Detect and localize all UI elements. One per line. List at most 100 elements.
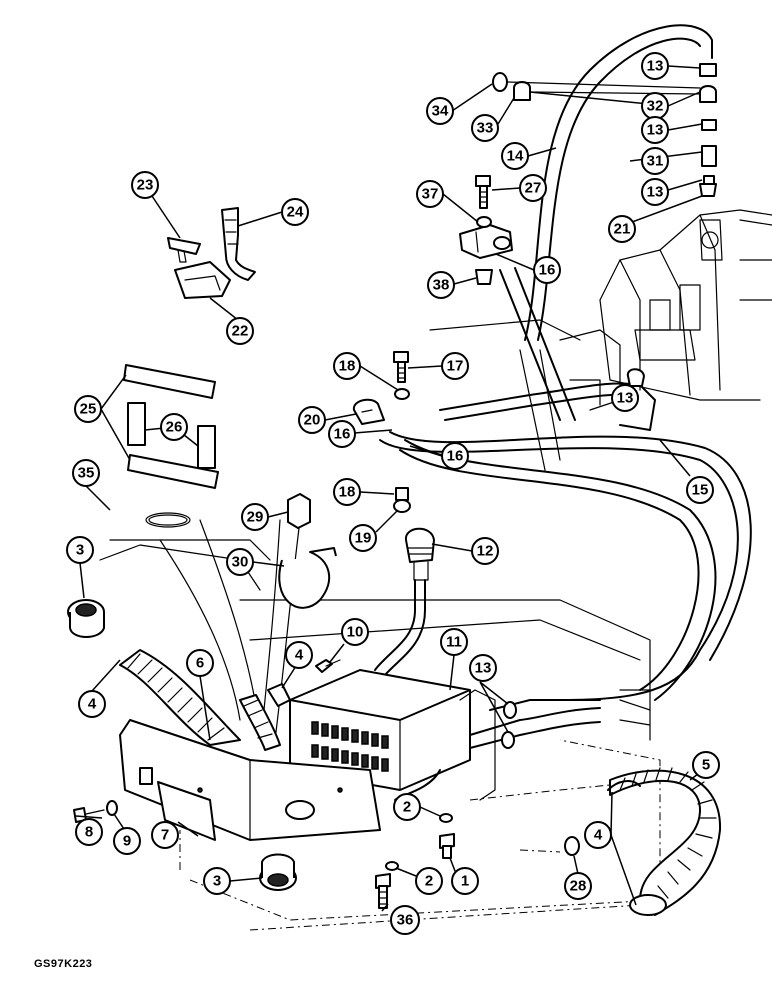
callout-label: 26	[166, 419, 183, 436]
callout-label: 1	[461, 873, 469, 890]
washer-2-upper	[439, 813, 453, 823]
callout-2: 2	[393, 793, 421, 821]
callout-3: 3	[66, 536, 94, 564]
clip-23	[167, 237, 201, 263]
callout-label: 16	[539, 262, 556, 279]
gasket-strips	[123, 364, 219, 489]
callout-37: 37	[416, 180, 444, 208]
callout-5: 5	[692, 751, 720, 779]
callout-1: 1	[451, 867, 479, 895]
callout-label: 2	[403, 799, 411, 816]
callout-13: 13	[469, 654, 497, 682]
callout-32: 32	[641, 92, 669, 120]
callout-label: 30	[232, 554, 249, 571]
callout-4: 4	[285, 641, 313, 669]
callout-label: 19	[355, 530, 372, 547]
callout-33: 33	[471, 114, 499, 142]
callout-label: 18	[339, 484, 356, 501]
callout-13: 13	[611, 384, 639, 412]
valve-knob-12	[405, 527, 435, 581]
callout-2: 2	[415, 867, 443, 895]
callout-label: 4	[295, 647, 304, 664]
clip-29	[287, 493, 311, 529]
callout-label: 4	[594, 827, 603, 844]
callout-15: 15	[686, 476, 714, 504]
callout-label: 13	[475, 660, 492, 677]
callout-12: 12	[471, 537, 499, 565]
callout-label: 25	[80, 401, 97, 418]
callout-label: 13	[617, 390, 634, 407]
strap-24	[221, 207, 256, 281]
callout-label: 8	[85, 824, 93, 841]
callout-10: 10	[341, 618, 369, 646]
callout-label: 20	[304, 412, 321, 429]
callout-28: 28	[564, 872, 592, 900]
bracket-22	[174, 261, 231, 299]
callout-4: 4	[78, 690, 106, 718]
callout-label: 5	[702, 757, 710, 774]
ring-35	[145, 512, 191, 528]
callout-label: 24	[287, 204, 304, 221]
callout-27: 27	[519, 174, 547, 202]
heater-hoses	[159, 24, 752, 749]
callout-label: 2	[425, 873, 433, 890]
callout-30: 30	[226, 548, 254, 576]
callout-label: 29	[247, 509, 264, 526]
callout-label: 14	[507, 148, 524, 165]
callout-label: 16	[447, 448, 464, 465]
callout-label: 21	[614, 221, 631, 238]
cable-tie-30	[278, 547, 337, 609]
callout-26: 26	[160, 413, 188, 441]
washer-2-lower	[385, 861, 399, 871]
bolt-1	[439, 833, 455, 859]
heater-vents	[311, 721, 389, 772]
duct-hose-right	[607, 767, 722, 916]
callout-38: 38	[427, 271, 455, 299]
callout-31: 31	[641, 147, 669, 175]
callout-11: 11	[440, 628, 468, 656]
callout-16: 16	[328, 420, 356, 448]
callout-13: 13	[641, 178, 669, 206]
callout-label: 12	[477, 543, 494, 560]
callout-label: 6	[196, 655, 204, 672]
duct-hose-left	[119, 649, 281, 751]
vent-nozzle-bottom	[259, 853, 297, 891]
nut-37	[476, 216, 492, 228]
callout-label: 33	[477, 120, 494, 137]
callout-label: 3	[76, 542, 84, 559]
callout-7: 7	[151, 821, 179, 849]
callout-4: 4	[584, 821, 612, 849]
callout-label: 31	[647, 153, 664, 170]
vent-nozzle-top	[67, 599, 105, 638]
screw-10	[315, 659, 341, 673]
callout-14: 14	[501, 142, 529, 170]
callout-21: 21	[608, 215, 636, 243]
callout-label: 35	[78, 465, 95, 482]
bolt-27	[475, 175, 491, 209]
callout-16: 16	[441, 442, 469, 470]
nut-19	[393, 499, 411, 513]
callout-label: 16	[334, 426, 351, 443]
clamp-16-top	[459, 224, 513, 259]
callout-label: 27	[525, 180, 542, 197]
callout-label: 22	[232, 323, 249, 340]
spacer-18-lower	[395, 487, 409, 501]
callout-36: 36	[390, 905, 420, 935]
callout-label: 9	[123, 833, 131, 850]
fittings-top-right	[492, 63, 717, 197]
callout-label: 13	[647, 58, 664, 75]
plug-28	[564, 836, 580, 856]
callout-label: 28	[570, 878, 587, 895]
clip-4	[267, 683, 291, 707]
callout-label: 37	[422, 186, 439, 203]
callout-25: 25	[74, 395, 102, 423]
callout-13: 13	[641, 116, 669, 144]
callout-13: 13	[641, 52, 669, 80]
grommet-38	[475, 269, 493, 285]
bolt-17	[393, 351, 409, 383]
callout-35: 35	[72, 459, 100, 487]
callout-label: 3	[213, 873, 221, 890]
callout-label: 4	[88, 696, 97, 713]
callout-9: 9	[113, 827, 141, 855]
